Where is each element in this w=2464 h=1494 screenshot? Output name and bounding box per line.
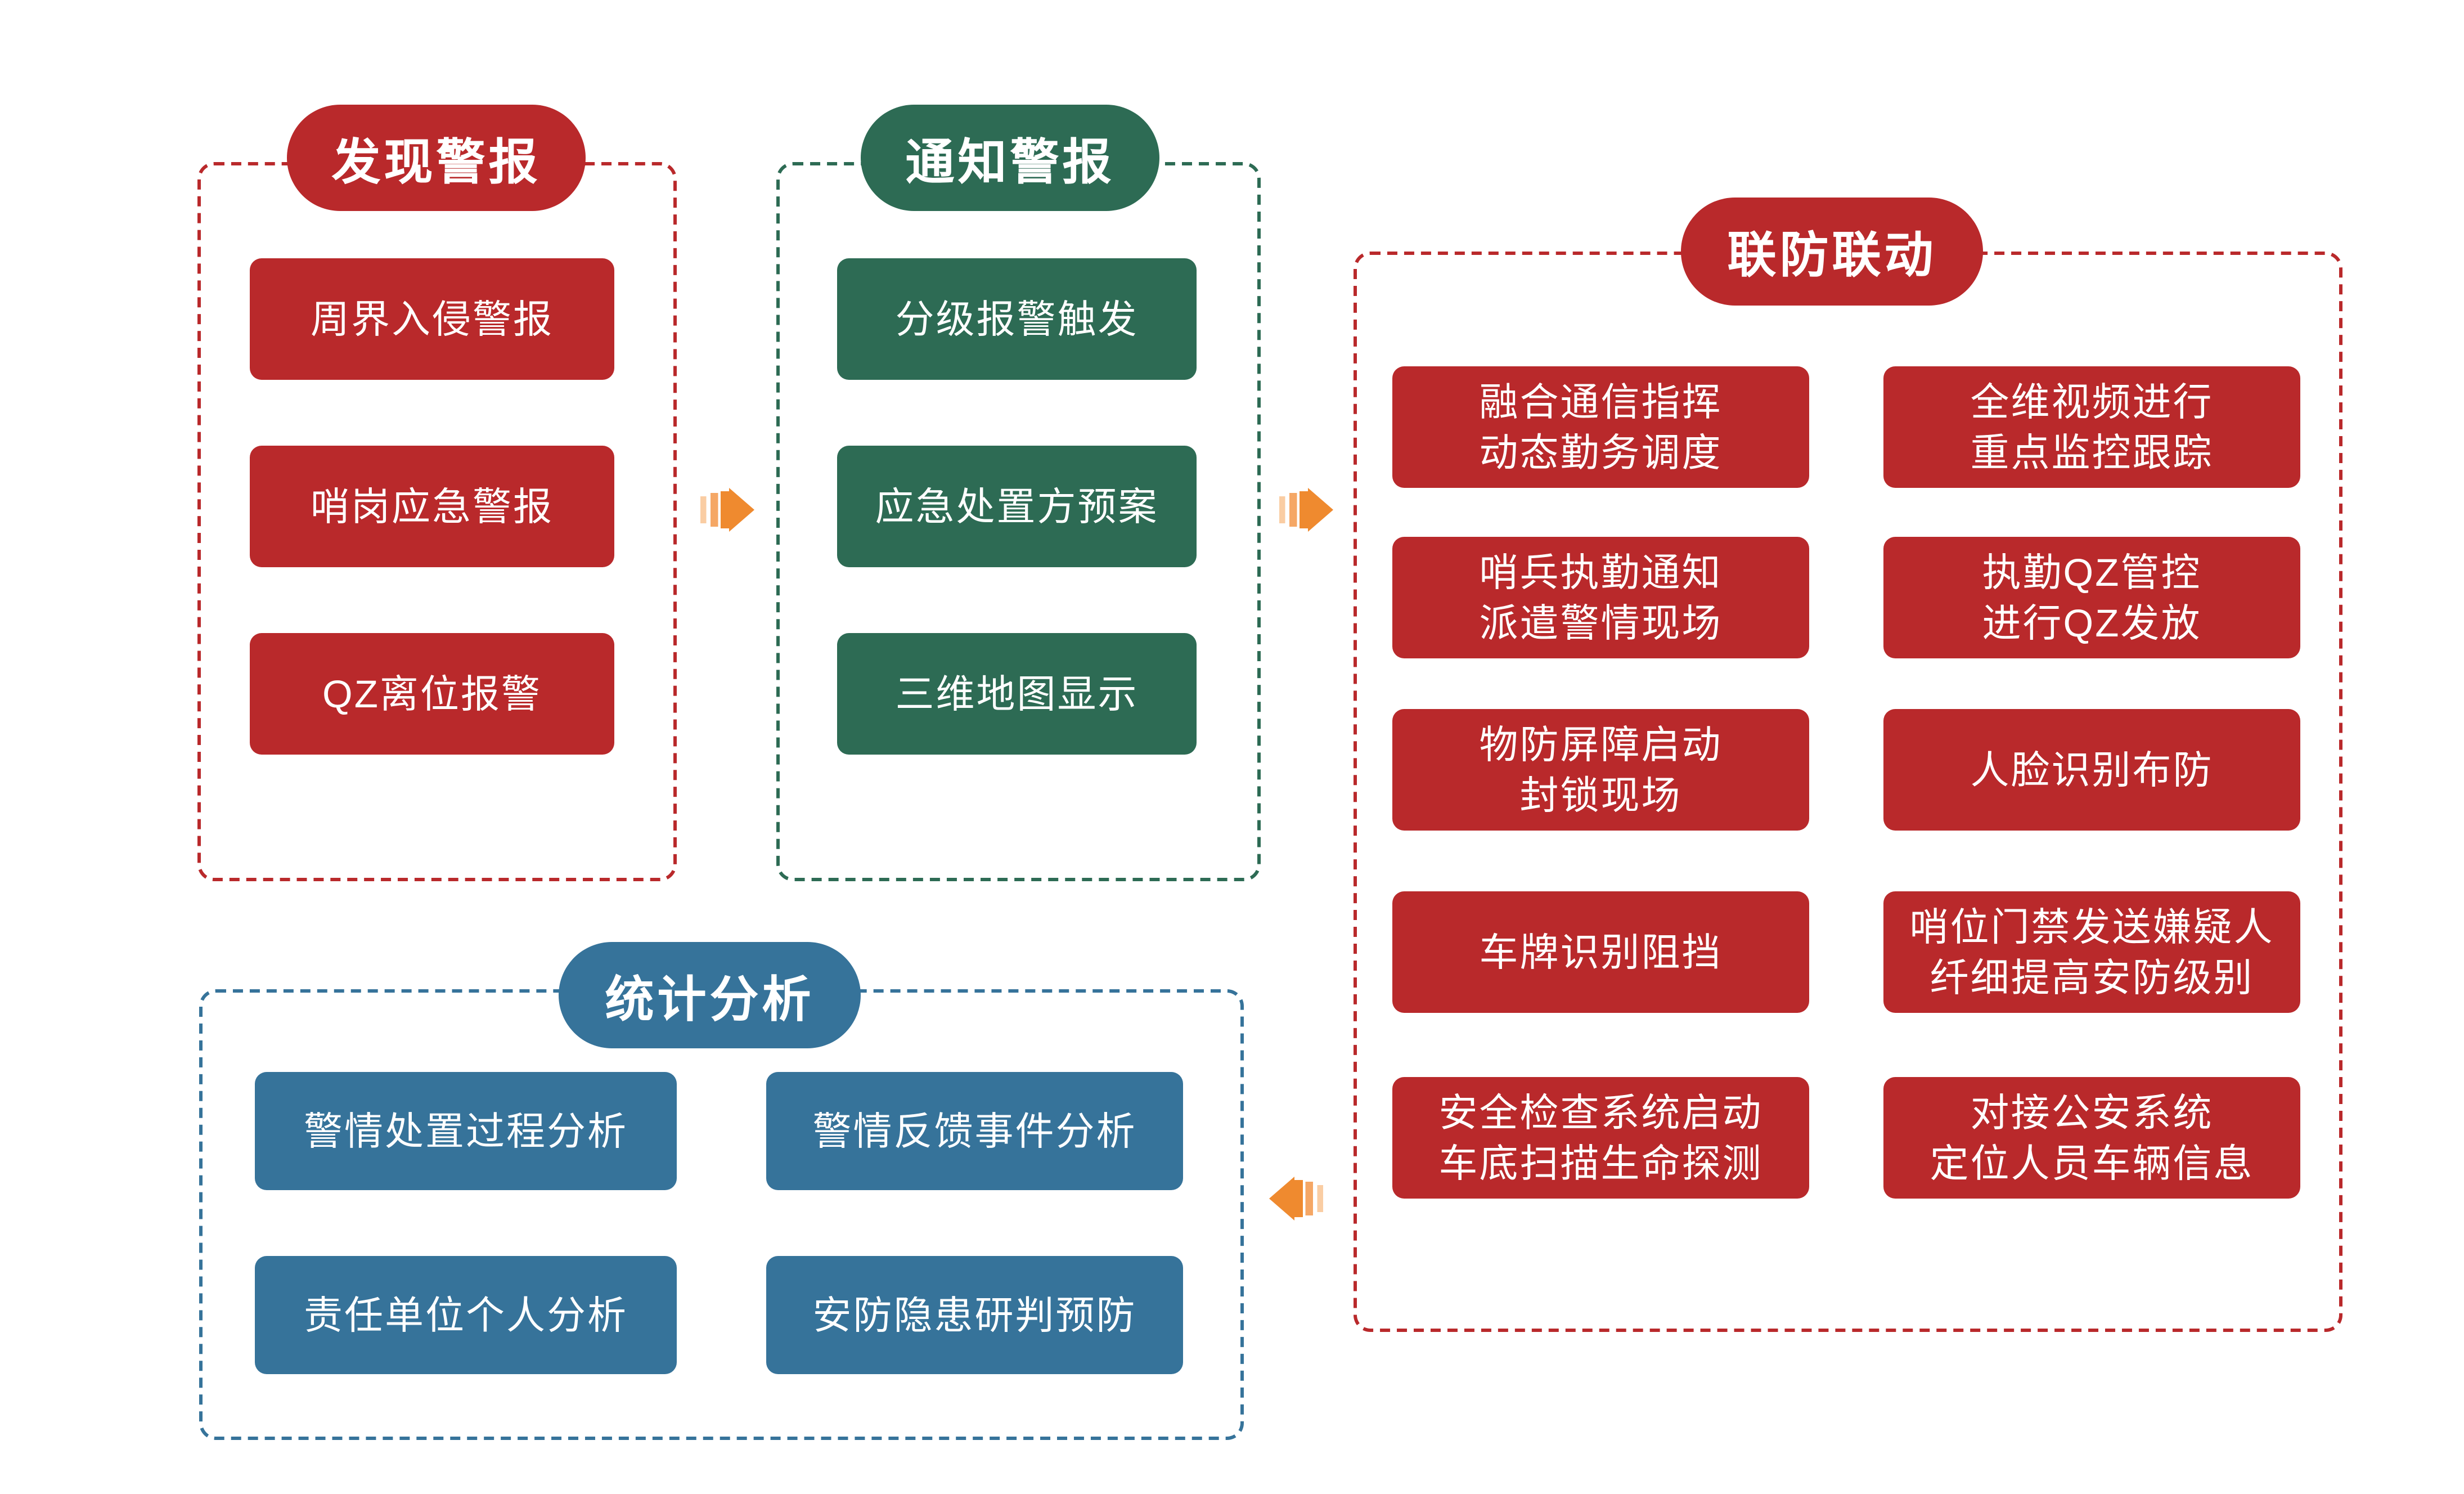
box-face-recognition-deploy: 人脸识别布防	[1883, 709, 2300, 831]
arrow-right-icon	[700, 488, 754, 532]
linkage-section-title: 联防联动	[1681, 198, 1983, 306]
box-sentry-emergency-alarm: 哨岗应急警报	[250, 446, 614, 567]
box-alarm-feedback-event-analysis: 警情反馈事件分析	[766, 1072, 1183, 1190]
box-police-system-locate-info: 对接公安系统 定位人员车辆信息	[1883, 1077, 2300, 1199]
notify-section-title: 通知警报	[861, 105, 1159, 211]
discover-section-title: 发现警报	[287, 105, 586, 211]
box-physical-barrier-lockdown: 物防屏障启动 封锁现场	[1392, 709, 1809, 831]
box-omni-video-tracking: 全维视频进行 重点监控跟踪	[1883, 366, 2300, 488]
box-perimeter-intrusion-alarm: 周界入侵警报	[250, 258, 614, 380]
box-emergency-response-plan: 应急处置方预案	[837, 446, 1197, 567]
arrow-left-icon	[1269, 1177, 1323, 1221]
box-3d-map-display: 三维地图显示	[837, 633, 1197, 755]
box-graded-alarm-trigger: 分级报警触发	[837, 258, 1197, 380]
box-security-hazard-prediction: 安防隐患研判预防	[766, 1256, 1183, 1374]
box-sentry-access-suspect-alert: 哨位门禁发送嫌疑人 纤细提高安防级别	[1883, 891, 2300, 1013]
stats-section-title: 统计分析	[559, 942, 861, 1048]
box-responsible-unit-person-analysis: 责任单位个人分析	[255, 1256, 677, 1374]
box-fused-comms-dispatch: 融合通信指挥 动态勤务调度	[1392, 366, 1809, 488]
box-security-check-underbody-scan: 安全检查系统启动 车底扫描生命探测	[1392, 1077, 1809, 1199]
arrow-right-icon	[1279, 488, 1333, 532]
box-sentry-duty-notify: 哨兵执勤通知 派遣警情现场	[1392, 537, 1809, 658]
box-alarm-handling-process-analysis: 警情处置过程分析	[255, 1072, 677, 1190]
box-qz-off-position-alarm: QZ离位报警	[250, 633, 614, 755]
box-duty-qz-control-issue: 执勤QZ管控 进行QZ发放	[1883, 537, 2300, 658]
box-plate-recognition-block: 车牌识别阻挡	[1392, 891, 1809, 1013]
